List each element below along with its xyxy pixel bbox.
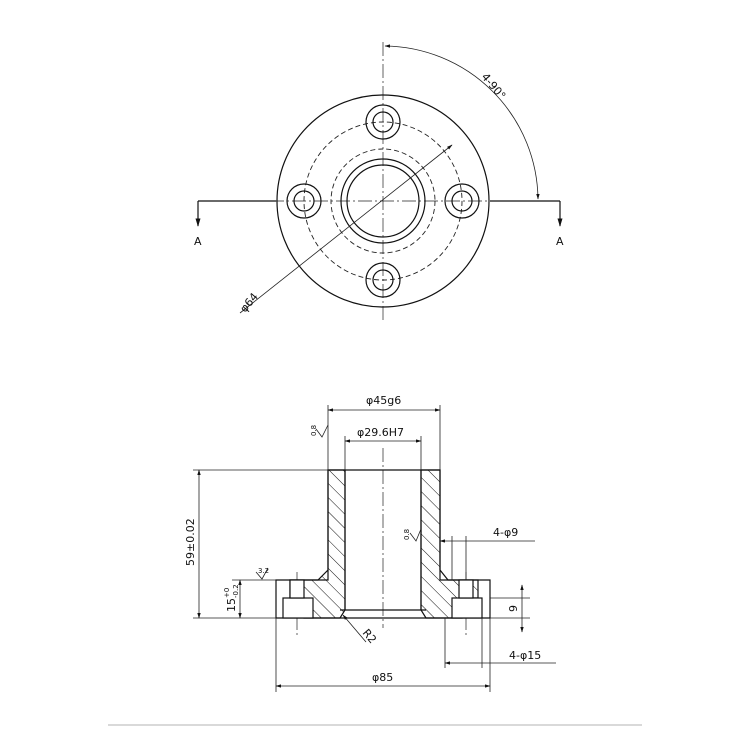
pcd-label: φ64 <box>237 290 261 315</box>
flange-height-label: 15 <box>225 598 238 612</box>
bottom-divider <box>108 724 642 726</box>
bolt-hole-left <box>286 183 322 219</box>
hole-dia-label: 4-φ9 <box>493 526 518 539</box>
roughness-symbol-bore: 0.8 <box>403 528 422 542</box>
section-label-right: A <box>556 235 564 248</box>
bore-circle <box>346 164 420 238</box>
outer-dia-label: φ45g6 <box>366 394 401 407</box>
section-label-left: A <box>194 235 202 248</box>
svg-text:3.2: 3.2 <box>258 567 269 575</box>
cbore-depth-label: 9 <box>507 605 520 612</box>
flange-tol-lower: -0.2 <box>232 584 240 598</box>
hub-outer-circle <box>340 158 426 244</box>
hub-hidden-circle <box>330 148 436 254</box>
fillet-leader <box>342 614 367 643</box>
pcd-circle <box>303 121 463 281</box>
svg-text:0.8: 0.8 <box>310 425 318 436</box>
angle-label: 4-90° <box>479 71 509 103</box>
flange-dia-label: φ85 <box>372 671 393 684</box>
left-counterbore <box>282 579 314 619</box>
top-view: A A 4-90° φ64 <box>194 42 564 322</box>
height-label: 59±0.02 <box>184 518 197 566</box>
roughness-symbol-flange: 3.2 <box>255 567 269 580</box>
bore-dia-label: φ29.6H7 <box>357 426 404 439</box>
fillet-label: R2 <box>360 627 379 647</box>
flange-tol-upper: +0 <box>223 588 231 598</box>
roughness-symbol-outer: 0.8 <box>310 424 329 438</box>
svg-text:0.8: 0.8 <box>403 529 411 540</box>
flange-outer-circle <box>276 94 490 308</box>
right-counterbore <box>451 579 483 619</box>
angle-dimension-arc <box>384 44 540 200</box>
bolt-hole-bottom <box>365 262 401 298</box>
pcd-dimension-line <box>239 144 453 314</box>
section-view: φ45g6 φ29.6H7 0.8 0.8 3.2 59±0.02 15 +0 … <box>184 394 556 692</box>
cbore-dia-label: 4-φ15 <box>509 649 541 662</box>
